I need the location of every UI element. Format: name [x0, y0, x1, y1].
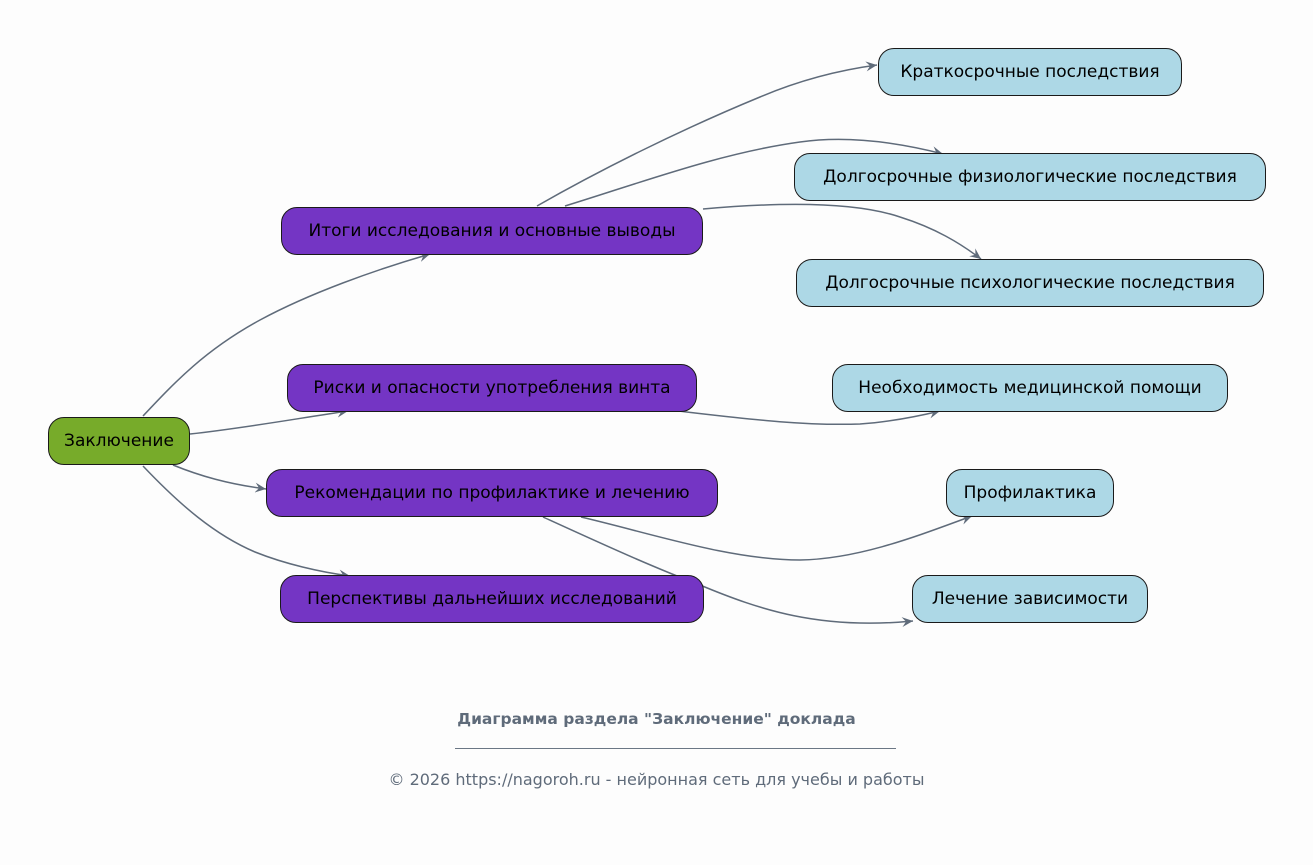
node-section-summary[interactable]: Итоги исследования и основные выводы [281, 207, 703, 255]
node-section-risks[interactable]: Риски и опасности употребления винта [287, 364, 697, 412]
edge-s3-l5 [580, 515, 973, 561]
edge-s1-l1 [536, 61, 878, 207]
node-leaf-long-term-physiological[interactable]: Долгосрочные физиологические последствия [794, 153, 1266, 201]
node-leaf-addiction-treatment[interactable]: Лечение зависимости [912, 575, 1148, 623]
copyright-footer: © 2026 https://nagoroh.ru - нейронная се… [388, 770, 925, 789]
edge-s1-l2 [564, 138, 944, 207]
caption-divider [455, 748, 896, 749]
edge-root-s4 [142, 465, 351, 580]
edge-root-s1 [142, 252, 431, 417]
node-leaf-long-term-psychological[interactable]: Долгосрочные психологические последствия [796, 259, 1264, 307]
edge-root-s2 [189, 407, 349, 435]
node-section-perspectives[interactable]: Перспективы дальнейших исследований [280, 575, 704, 623]
diagram-caption-title: Диаграмма раздела "Заключение" доклада [457, 710, 856, 728]
node-section-recommendations[interactable]: Рекомендации по профилактике и лечению [266, 469, 718, 517]
node-root-conclusion[interactable]: Заключение [48, 417, 190, 465]
node-leaf-medical-help[interactable]: Необходимость медицинской помощи [832, 364, 1228, 412]
node-leaf-prevention[interactable]: Профилактика [946, 469, 1114, 517]
edge-root-s3 [172, 464, 267, 493]
edge-s2-l4 [677, 408, 941, 426]
edge-s1-l3 [702, 203, 982, 260]
node-leaf-short-term[interactable]: Краткосрочные последствия [878, 48, 1182, 96]
